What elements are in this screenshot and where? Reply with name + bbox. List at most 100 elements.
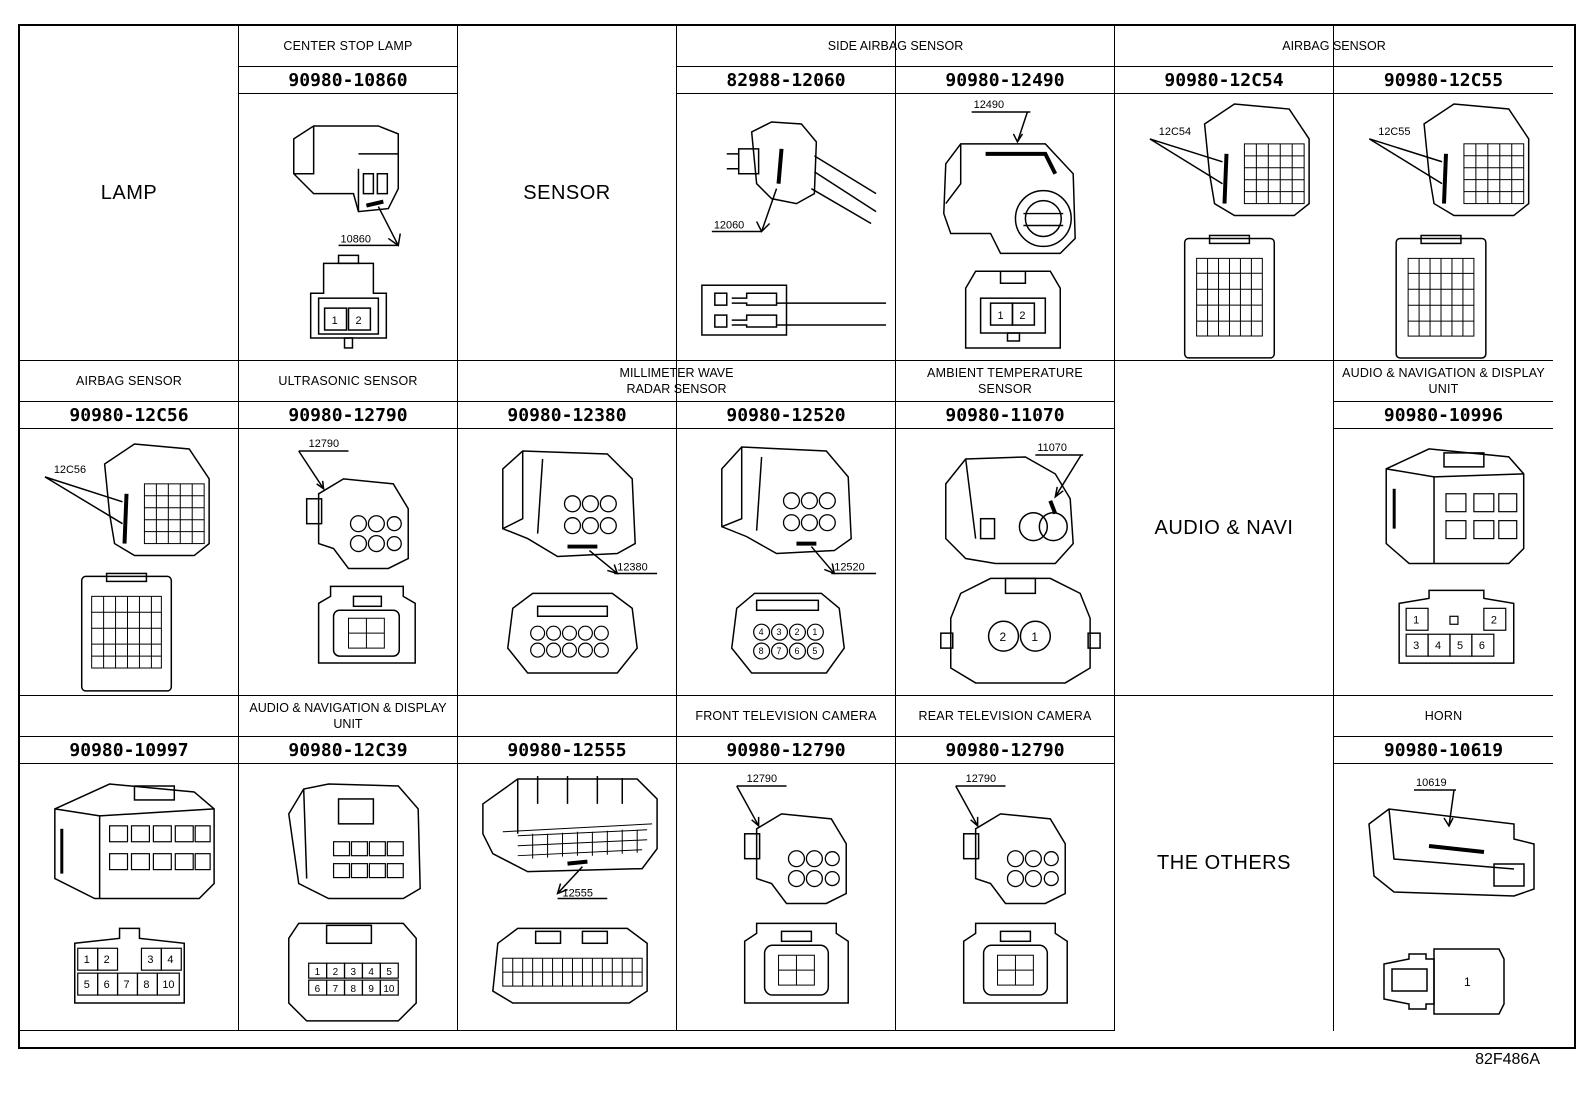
figure-code: 82F486A [1475, 1051, 1540, 1068]
callout-label: 12490 [974, 99, 1004, 111]
connector-drawing: 12C56 [20, 429, 238, 695]
pin-label: 5 [84, 979, 90, 991]
connector-cell-c7: ULTRASONIC SENSOR 90980-12790 12790 [239, 361, 458, 696]
pin-label: 6 [104, 979, 110, 991]
category-audio-navi: AUDIO & NAVI [1115, 361, 1334, 696]
connector-drawing: 1 2 3 4 5 6 7 8 9 10 [239, 764, 457, 1030]
pin-label: 5 [812, 646, 817, 656]
pin-label: 2 [333, 967, 339, 978]
connector-cell-c16: REAR TELEVISION CAMERA 90980-12790 12790 [896, 696, 1115, 1031]
connector-title: AMBIENT TEMPERATURE SENSOR [927, 366, 1083, 396]
category-label: AUDIO & NAVI [1154, 516, 1294, 539]
pin-label: 10 [383, 984, 395, 995]
category-lamp: LAMP [20, 26, 239, 361]
connector-drawing: 11070 2 1 [896, 429, 1114, 695]
callout-label: 12060 [714, 219, 744, 231]
connector-drawing: 12790 [239, 429, 457, 695]
connector-title: CENTER STOP LAMP [283, 39, 413, 53]
part-number: 90980-12C54 [1115, 66, 1333, 94]
part-number: 90980-12790 [677, 736, 895, 764]
connector-drawing: 10619 1 [1334, 764, 1553, 1031]
pin-label: 6 [315, 984, 321, 995]
connector-drawing: 1 2 3 4 5 6 [1334, 429, 1553, 695]
pin-label: 4 [759, 627, 764, 637]
connector-cell-c14: 90980-12555 12555 [458, 696, 677, 1031]
callout-label: 12790 [966, 773, 996, 785]
callout-label: 12555 [563, 888, 593, 900]
group-title-airbag: AIRBAG SENSOR [1282, 39, 1386, 53]
part-number: 90980-11070 [896, 401, 1114, 429]
connector-title: HORN [1424, 709, 1463, 723]
pin-label: 1 [998, 310, 1004, 322]
connector-drawing: 12380 [458, 429, 676, 695]
connector-cell-c10: AMBIENT TEMPERATURE SENSOR 90980-11070 1… [896, 361, 1115, 696]
pin-label: 7 [333, 984, 339, 995]
connector-title: ULTRASONIC SENSOR [278, 374, 418, 388]
callout-label: 11070 [1037, 442, 1067, 454]
pin-label: 6 [794, 646, 799, 656]
callout-label: 12C55 [1378, 126, 1410, 138]
callout-label: 12C54 [1159, 126, 1191, 138]
part-number: 90980-10996 [1334, 401, 1553, 429]
part-number: 90980-10997 [20, 736, 238, 764]
pin-label: 6 [1479, 640, 1485, 652]
pin-label: 4 [167, 954, 173, 966]
part-number: 90980-12C39 [239, 736, 457, 764]
connector-title: FRONT TELEVISION CAMERA [695, 709, 877, 723]
pin-label: 7 [124, 979, 130, 991]
part-number: 90980-12490 [896, 66, 1114, 94]
part-number: 90980-12520 [677, 401, 895, 429]
part-number: 90980-12C55 [1334, 66, 1553, 94]
category-sensor: SENSOR [458, 26, 677, 361]
connector-drawing: 12060 [677, 94, 895, 360]
part-number: 90980-10860 [239, 66, 457, 94]
pin-label: 3 [147, 954, 153, 966]
pin-label: 8 [350, 984, 356, 995]
connector-cell-c11: AUDIO & NAVIGATION & DISPLAY UNIT 90980-… [1334, 361, 1553, 696]
callout-label: 12790 [309, 438, 339, 450]
pin-label: 2 [104, 954, 110, 966]
connector-cell-c17: HORN 90980-10619 10619 1 [1334, 696, 1553, 1031]
part-number: 90980-12380 [458, 401, 676, 429]
pin-label: 2 [794, 627, 799, 637]
part-number: 90980-12790 [239, 401, 457, 429]
pin-label: 2 [1000, 630, 1007, 644]
connector-title: AIRBAG SENSOR [75, 374, 183, 388]
connector-drawing: 12C55 [1334, 94, 1553, 360]
pin-label: 8 [143, 979, 149, 991]
pin-label: 7 [777, 646, 782, 656]
pin-label: 1 [1031, 630, 1038, 644]
connector-drawing: 12C54 [1115, 94, 1333, 360]
pin-label: 4 [1435, 640, 1441, 652]
category-the-others: THE OTHERS [1115, 696, 1334, 1031]
connector-drawing: 1 2 3 4 5 6 7 8 10 [20, 764, 238, 1030]
pin-label: 2 [1491, 614, 1497, 626]
callout-label: 12C56 [54, 464, 86, 476]
part-number: 90980-12555 [458, 736, 676, 764]
connector-cell-c3: 90980-12490 12490 1 2 [896, 26, 1115, 361]
connector-drawing: 10860 1 2 [239, 94, 457, 360]
connector-drawing: 12520 4 3 2 1 8 7 6 5 [677, 429, 895, 695]
category-label: LAMP [100, 181, 158, 204]
connector-cell-c2: 82988-12060 12060 [677, 26, 896, 361]
part-number: 90980-12790 [896, 736, 1114, 764]
pin-label: 2 [355, 315, 361, 327]
pin-label: 1 [1413, 614, 1419, 626]
pin-label: 2 [1019, 310, 1025, 322]
pin-label: 1 [315, 967, 321, 978]
category-label: SENSOR [523, 181, 611, 204]
connector-drawing: 12555 [458, 764, 676, 1030]
connector-cell-c4: 90980-12C54 12C54 [1115, 26, 1334, 361]
part-number: 90980-12C56 [20, 401, 238, 429]
pin-label: 1 [1464, 975, 1471, 989]
group-title-audio-nav: AUDIO & NAVIGATION & DISPLAY UNIT [20, 696, 677, 736]
pin-label: 3 [350, 967, 356, 978]
connector-cell-c5: 90980-12C55 12C55 [1334, 26, 1553, 361]
pin-label: 3 [1413, 640, 1419, 652]
callout-label: 10860 [341, 233, 371, 245]
category-label: THE OTHERS [1157, 852, 1291, 874]
group-title-mmwave: MILLIMETER WAVE RADAR SENSOR [458, 361, 896, 401]
callout-label: 12520 [834, 561, 864, 573]
pin-label: 1 [332, 315, 338, 327]
connector-chart: LAMP CENTER STOP LAMP 90980-10860 10860 … [18, 24, 1576, 1049]
